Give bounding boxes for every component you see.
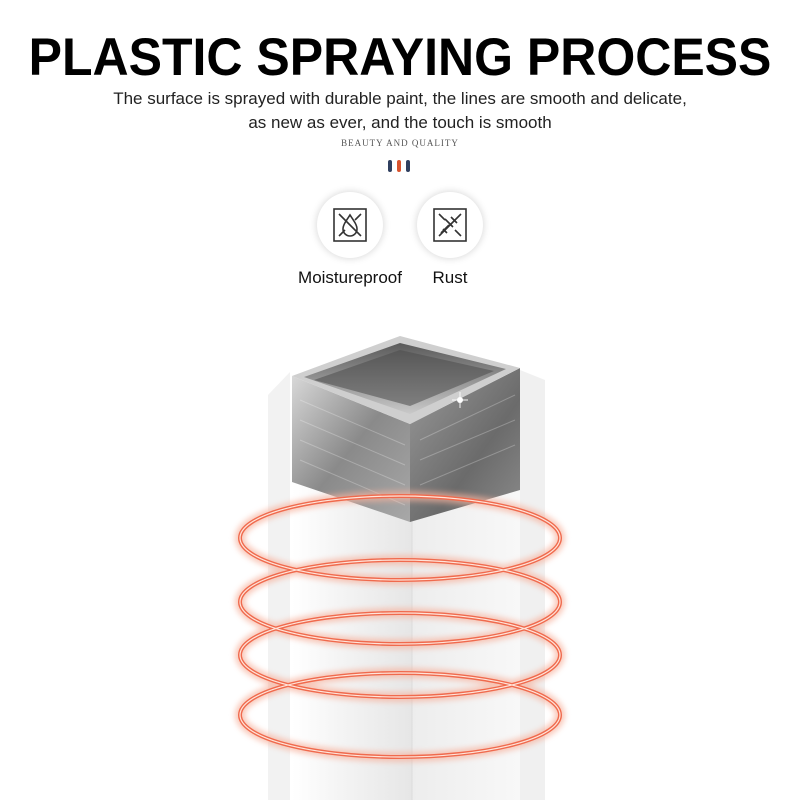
dot-2: [397, 160, 401, 172]
rust-icon: [417, 192, 483, 258]
feature-moistureproof: Moistureproof: [290, 192, 410, 288]
metal-left-face: [292, 376, 410, 522]
dot-3: [406, 160, 410, 172]
feature-label-rust: Rust: [432, 268, 468, 287]
heat-rings: [235, 491, 565, 762]
tagline: BEAUTY AND QUALITY: [341, 138, 459, 148]
subtitle-line-1: The surface is sprayed with durable pain…: [113, 89, 687, 108]
decorative-dots: [388, 160, 414, 172]
subtitle-line-2: as new as ever, and the touch is smooth: [248, 113, 552, 132]
moistureproof-icon: [317, 192, 383, 258]
page-title: PLASTIC SPRAYING PROCESS: [28, 27, 772, 87]
metal-right-face: [410, 368, 520, 522]
dot-1: [388, 160, 392, 172]
feature-rust: Rust: [390, 192, 510, 288]
feature-label-moistureproof: Moistureproof: [298, 268, 402, 287]
